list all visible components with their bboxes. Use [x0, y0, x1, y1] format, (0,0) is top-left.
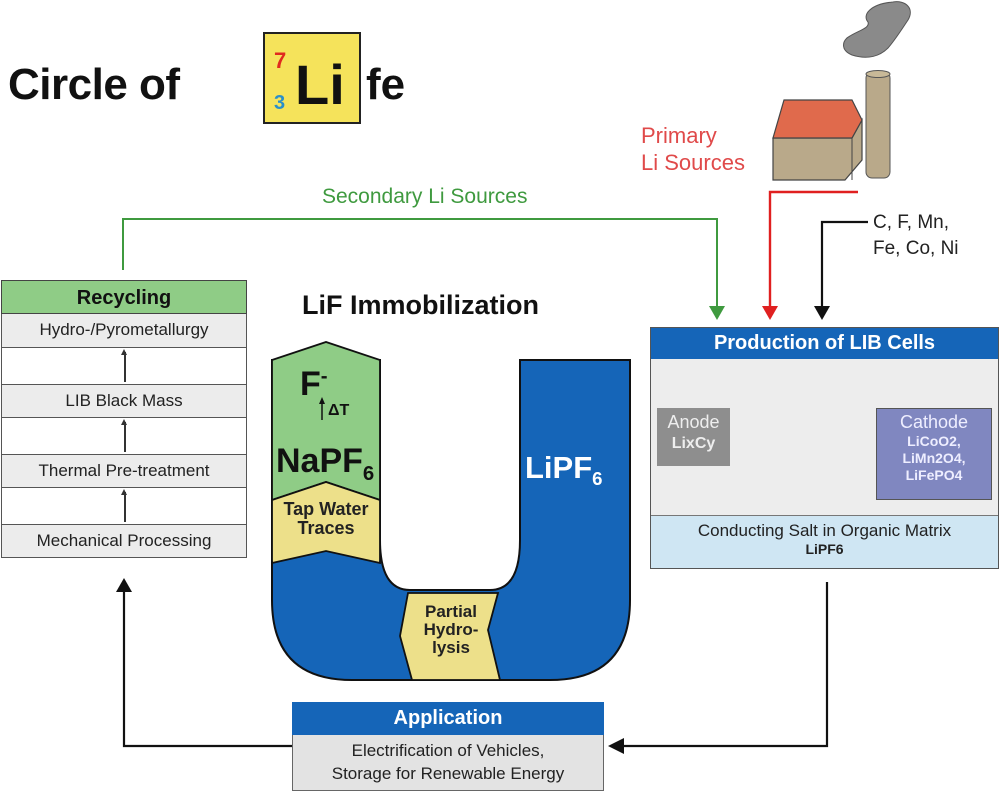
cathode-formula: LiMn2O4, [902, 450, 966, 466]
cathode-formula: LiFePO4 [905, 467, 963, 483]
element-symbol: Li [295, 53, 345, 116]
recycling-step: Thermal Pre-treatment [1, 454, 247, 488]
f-charge: - [320, 365, 328, 388]
anode-formula: LixCy [671, 435, 716, 452]
recycling-step: Hydro-/Pyrometallurgy [1, 314, 247, 348]
tap-line-2: Traces [297, 518, 355, 538]
lipf-sub: 6 [592, 468, 603, 490]
title-suffix: fe [366, 60, 406, 109]
napf-base: NaPF [276, 442, 363, 480]
fluoride-ion-label: F- [300, 365, 328, 404]
production-to-application-arrow [622, 582, 829, 748]
title-prefix: Circle of [8, 60, 180, 109]
recycling-step: Mechanical Processing [1, 524, 247, 558]
tap-water-segment [271, 481, 381, 565]
chimney-icon [865, 70, 891, 179]
application-panel: Application Electrification of Vehicles,… [292, 702, 604, 791]
up-arrow-icon [121, 349, 127, 382]
ph-line-1: Partial [425, 602, 477, 621]
lipf-base: LiPF [525, 450, 593, 485]
conducting-salt-label: Conducting Salt in Organic Matrix [697, 521, 952, 540]
conducting-salt-formula: LiPF6 [805, 541, 844, 557]
secondary-li-sources-label: Secondary Li Sources [322, 185, 528, 208]
cathode-label: Cathode [899, 412, 969, 432]
atomic-number: 3 [274, 92, 286, 114]
recycling-header: Recycling [1, 280, 247, 314]
primary-source-arrow [768, 190, 858, 308]
napf-sub: 6 [362, 462, 375, 485]
recycling-step: LIB Black Mass [1, 384, 247, 418]
application-body: Electrification of Vehicles, Storage for… [292, 735, 604, 791]
mass-number: 7 [274, 48, 287, 73]
up-arrow-icon [121, 489, 127, 522]
partial-hydrolysis-segment [399, 592, 502, 681]
partial-hydrolysis-label: Partial Hydro- lysis [405, 603, 497, 657]
lithium-element-tile: 7 3 Li [263, 32, 361, 124]
delta-t-label: ΔT [328, 402, 350, 419]
primary-line-2: Li Sources [641, 150, 745, 175]
lif-u-shape [271, 341, 631, 681]
smoke-icon [843, 1, 911, 58]
cathode-box: Cathode LiCoO2, LiMn2O4, LiFePO4 [876, 408, 992, 500]
tap-water-label: Tap Water Traces [274, 500, 378, 538]
factory-icon [772, 99, 863, 181]
ph-line-2: Hydro- [423, 620, 479, 639]
application-header: Application [292, 702, 604, 735]
anode-box: Anode LixCy [657, 408, 730, 466]
elements-line-1: C, F, Mn, [873, 212, 950, 233]
application-line-2: Storage for Renewable Energy [331, 764, 565, 783]
secondary-source-arrow [122, 218, 718, 308]
elements-arrow [820, 220, 868, 308]
lif-immobilization-title: LiF Immobilization [302, 290, 539, 320]
recycling-panel: Recycling Hydro-/Pyrometallurgy LIB Blac… [1, 280, 247, 558]
tap-line-1: Tap Water [283, 499, 369, 519]
f-symbol: F [300, 365, 321, 403]
conducting-salt-section: Conducting Salt in Organic Matrix LiPF6 [651, 515, 998, 568]
anode-label: Anode [667, 412, 720, 432]
napf6-label: NaPF6 [276, 442, 374, 486]
application-to-recycling-arrow [122, 590, 292, 748]
step-connector [1, 488, 247, 524]
step-connector [1, 418, 247, 454]
application-line-1: Electrification of Vehicles, [351, 741, 545, 760]
production-header: Production of LIB Cells [651, 328, 998, 359]
elements-line-2: Fe, Co, Ni [873, 238, 959, 259]
elements-label: C, F, Mn, Fe, Co, Ni [873, 210, 959, 262]
primary-line-1: Primary [641, 123, 717, 148]
step-connector [1, 348, 247, 384]
cathode-formula: LiCoO2, [907, 433, 961, 449]
ph-line-3: lysis [432, 638, 470, 657]
primary-li-sources-label: Primary Li Sources [641, 122, 745, 176]
lipf6-label: LiPF6 [525, 450, 603, 490]
up-arrow-icon [121, 419, 127, 452]
